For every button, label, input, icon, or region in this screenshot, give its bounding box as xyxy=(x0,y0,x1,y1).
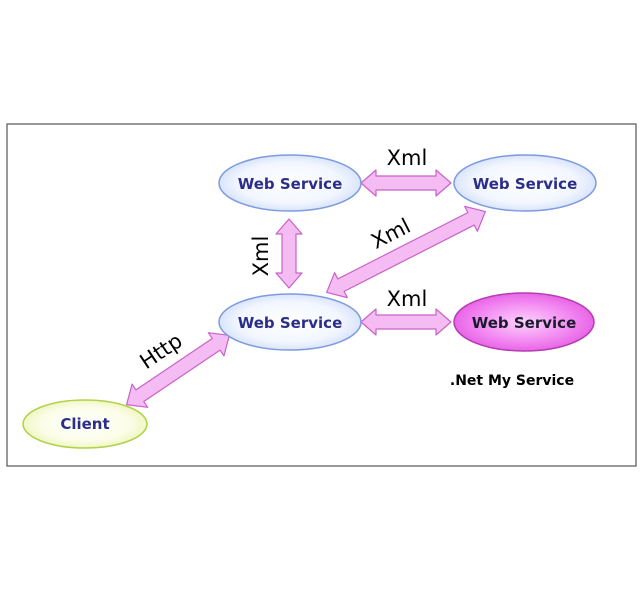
arrow-vertical xyxy=(275,218,303,289)
node-web-service-my-service: Web Service xyxy=(453,292,595,352)
node-label: Web Service xyxy=(238,314,343,332)
node-label: Web Service xyxy=(238,175,343,193)
arrow-top-horizontal xyxy=(360,169,452,197)
edge-label-vertical: Xml xyxy=(249,236,273,277)
arrow-diagonal xyxy=(326,205,486,299)
node-client: Client xyxy=(22,399,148,449)
edge-label-middle-horizontal: Xml xyxy=(387,287,428,311)
node-label: Web Service xyxy=(473,175,578,193)
node-web-service-top-left: Web Service xyxy=(218,154,362,212)
node-web-service-middle: Web Service xyxy=(218,293,362,351)
edge-label-top-horizontal: Xml xyxy=(387,146,428,170)
caption-net-my-service: .Net My Service xyxy=(450,373,574,389)
node-web-service-top-right: Web Service xyxy=(453,154,597,212)
node-label: Web Service xyxy=(472,314,577,332)
node-label: Client xyxy=(60,415,109,433)
arrow-middle-horizontal xyxy=(360,308,452,336)
